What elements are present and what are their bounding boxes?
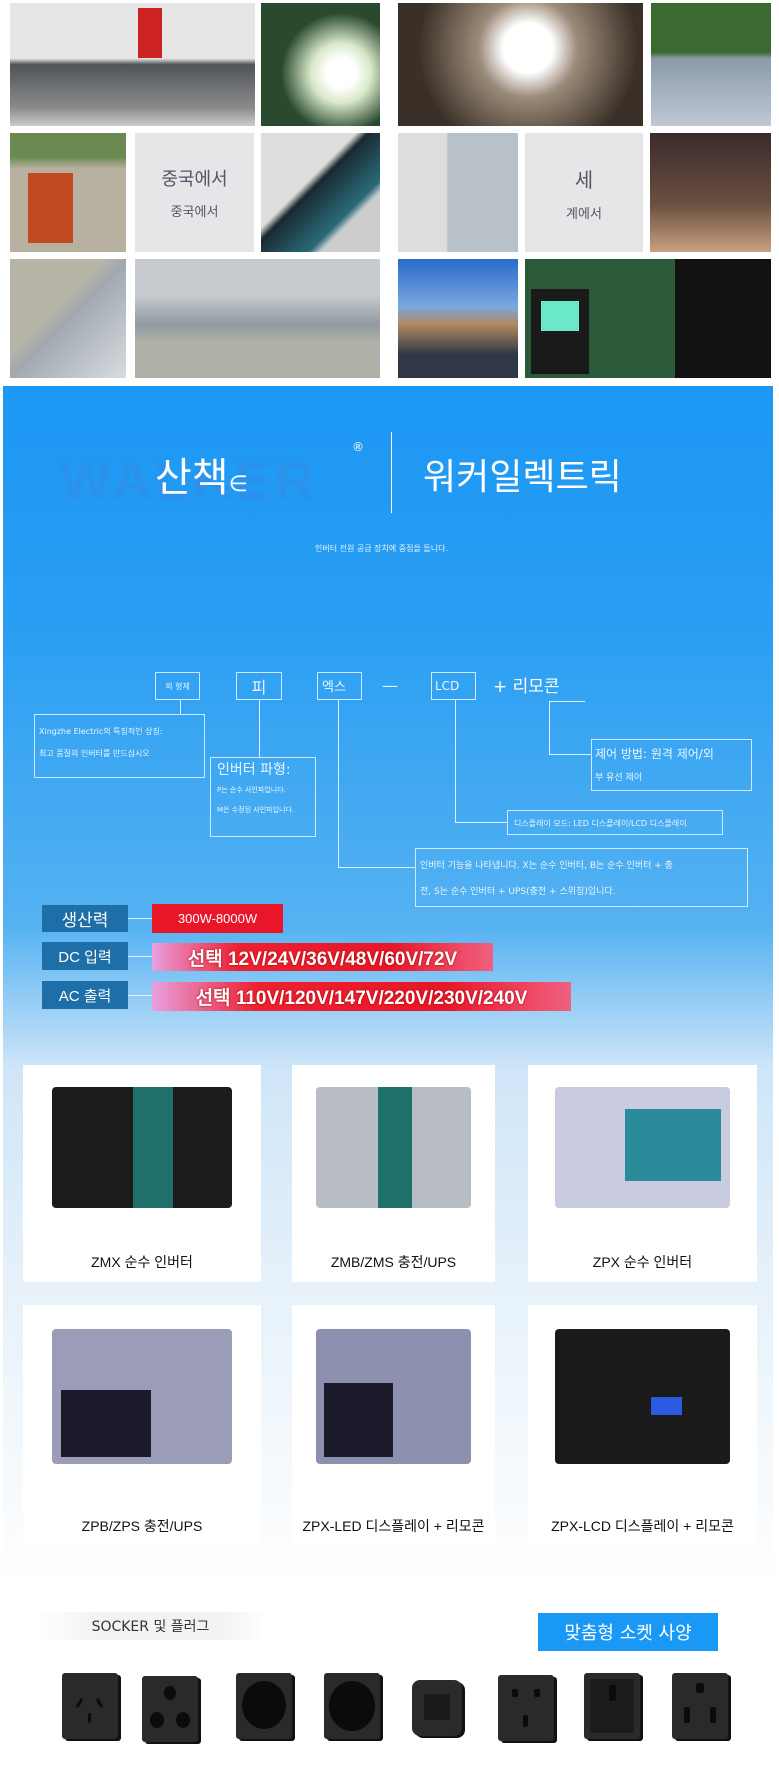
waveform-box: 인버터 파형: P는 순수 사인파입니다.M은 수정된 사인파입니다. bbox=[210, 757, 316, 837]
brand-watermark: WALKER bbox=[60, 451, 318, 511]
code-box-x: 엑스 bbox=[317, 672, 362, 700]
code-box-p: 피 bbox=[236, 672, 282, 700]
socket-iec-inlet bbox=[412, 1680, 462, 1736]
socket-australian bbox=[62, 1673, 118, 1739]
socket-french bbox=[236, 1673, 292, 1739]
socket-us bbox=[672, 1673, 728, 1739]
photo-batteries bbox=[10, 3, 255, 126]
brand-logo-left: 산책∈ bbox=[155, 455, 248, 501]
code-box-lcd: LCD bbox=[431, 672, 476, 700]
product-card[interactable]: ZPX 순수 인버터 bbox=[528, 1065, 757, 1282]
registered-mark: ® bbox=[352, 440, 364, 454]
tile-from-china: 중국에서 중국에서 bbox=[135, 133, 254, 252]
photo-2000w-inverter bbox=[10, 259, 126, 378]
custom-socket-button[interactable]: 맞춤형 소켓 사양 bbox=[538, 1613, 718, 1651]
code-dash: — bbox=[382, 676, 398, 695]
spec-label-dc: DC 입력 bbox=[42, 942, 128, 970]
product-image bbox=[316, 1086, 471, 1209]
product-image bbox=[316, 1329, 471, 1465]
spec-value-power: 300W-8000W bbox=[152, 904, 283, 933]
tagline: 인버터 전원 공급 장치에 중점을 둡니다. bbox=[315, 544, 449, 553]
photo-inverter-wires bbox=[261, 133, 380, 252]
code-remote: + 리모콘 bbox=[493, 677, 560, 697]
spec-value-dc: 선택 12V/24V/36V/48V/60V/72V bbox=[152, 943, 493, 971]
product-card[interactable]: ZMB/ZMS 충전/UPS bbox=[292, 1065, 495, 1282]
product-card[interactable]: ZMX 순수 인버터 bbox=[23, 1065, 261, 1282]
socket-multi-standard bbox=[584, 1673, 640, 1739]
socket-section-label: SOCKER 및 플러그 bbox=[34, 1612, 267, 1640]
spec-value-ac: 선택 110V/120V/147V/220V/230V/240V bbox=[152, 982, 571, 1011]
product-image bbox=[555, 1086, 730, 1209]
display-box: 디스플레이 모드: LED 디스플레이/LCD 디스플레이 bbox=[507, 810, 723, 835]
brand-divider bbox=[391, 432, 392, 513]
product-card[interactable]: ZPB/ZPS 충전/UPS bbox=[23, 1305, 261, 1546]
product-image bbox=[555, 1329, 730, 1465]
photo-lamp bbox=[261, 3, 380, 126]
product-image bbox=[51, 1086, 233, 1209]
tile-worldwide: 세 계에서 bbox=[525, 133, 643, 252]
photo-red-cabinet bbox=[10, 133, 126, 252]
spec-label-ac: AC 출력 bbox=[42, 981, 128, 1009]
photo-solar-field bbox=[651, 3, 771, 126]
photo-trailers bbox=[135, 259, 380, 378]
brand-note-box: Xingzhe Electric의 특징적인 상징:최고 품질의 인버터를 만드… bbox=[34, 714, 205, 778]
brand-name-right: 워커일렉트릭 bbox=[423, 457, 622, 498]
code-box-brand: 외 형제 bbox=[155, 672, 200, 700]
photo-panel-box bbox=[398, 133, 518, 252]
product-card[interactable]: ZPX-LED 디스플레이 + 리모콘 bbox=[292, 1305, 495, 1546]
spec-label-power: 생산력 bbox=[42, 905, 128, 932]
photo-inverter-bulb bbox=[398, 3, 643, 126]
photo-lcd-remote bbox=[525, 259, 771, 378]
product-card[interactable]: ZPX-LCD 디스플레이 + 리모콘 bbox=[528, 1305, 757, 1546]
photo-inverter-floor bbox=[650, 133, 771, 252]
socket-schuko bbox=[324, 1673, 380, 1739]
socket-uk bbox=[498, 1675, 554, 1741]
socket-universal bbox=[142, 1676, 198, 1742]
photo-mountain-solar bbox=[398, 259, 518, 378]
product-image bbox=[51, 1329, 233, 1465]
